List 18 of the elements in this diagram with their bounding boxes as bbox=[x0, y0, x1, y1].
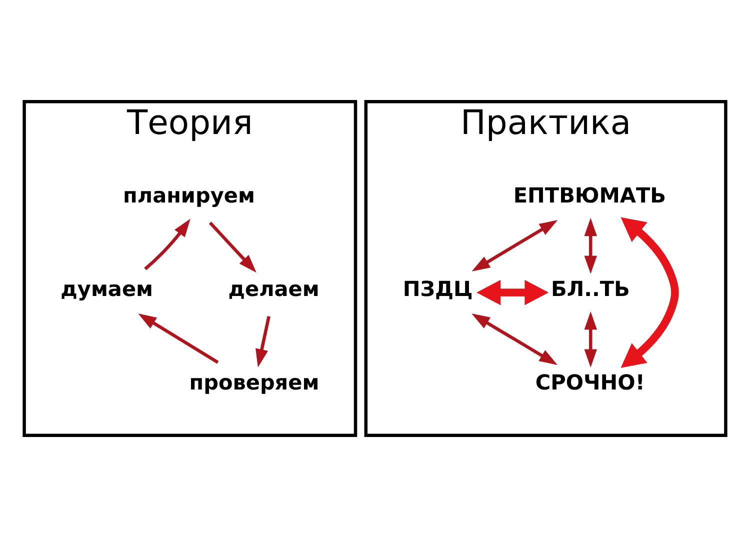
arrow bbox=[138, 313, 219, 364]
node-text: планируем bbox=[123, 183, 255, 208]
node-text: ЕПТВЮМАТЬ bbox=[513, 183, 666, 208]
arrow bbox=[144, 218, 190, 270]
arrow bbox=[256, 315, 270, 367]
node-text: СРОЧНО! bbox=[535, 370, 645, 394]
arrow bbox=[208, 221, 256, 272]
arrow bbox=[584, 217, 597, 274]
arrow bbox=[472, 313, 558, 364]
node-text: ПЗДЦ bbox=[402, 276, 473, 301]
arrow bbox=[476, 279, 549, 305]
arrow bbox=[472, 220, 558, 271]
arrow bbox=[620, 216, 679, 368]
node-text: проверяем bbox=[189, 370, 320, 394]
node-text: думаем bbox=[60, 276, 154, 301]
node-text: БЛ..ТЬ bbox=[551, 276, 630, 301]
node-text: делаем bbox=[228, 276, 320, 301]
arrow bbox=[584, 310, 597, 367]
